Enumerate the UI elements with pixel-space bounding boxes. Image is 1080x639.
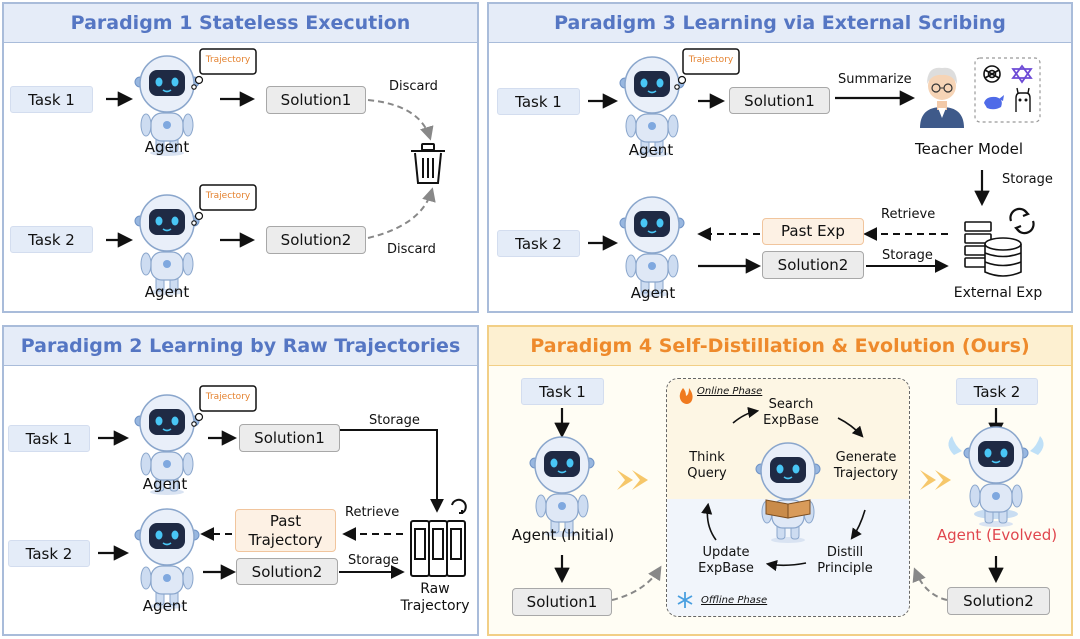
trajectory-bubble-label: Trajectory — [688, 55, 734, 65]
agent-label: Agent — [144, 138, 190, 156]
progress-chevron — [920, 470, 936, 490]
agent-robot-icon — [134, 508, 200, 610]
agent-initial-label: Agent (Initial) — [511, 526, 615, 544]
agent-label: Agent — [144, 283, 190, 301]
solution-2-box: Solution2 — [236, 558, 338, 585]
solution-1-box: Solution1 — [512, 588, 612, 616]
agent-evolved-robot-icon — [948, 426, 1044, 528]
agent-label: Agent — [142, 597, 188, 615]
solution-2-box: Solution2 — [266, 226, 366, 254]
agent-robot-icon — [619, 196, 685, 298]
evolution-loop-box — [666, 378, 910, 617]
trajectory-bubble-label: Trajectory — [205, 392, 251, 402]
feedback-arrow — [611, 565, 662, 601]
agent-initial-robot-icon — [529, 436, 595, 538]
cycle-arrow — [850, 509, 866, 540]
task-1-box: Task 1 — [521, 378, 604, 405]
discard-arrow — [367, 187, 436, 239]
retrieve-label: Retrieve — [881, 207, 936, 222]
offline-phase-label: Offline Phase — [701, 595, 768, 606]
sync-icon — [1009, 207, 1035, 235]
cycle-arrow — [765, 560, 807, 572]
cycle-arrow — [837, 417, 864, 438]
feedback-arrow — [912, 567, 948, 601]
solution-1-box: Solution1 — [239, 424, 340, 452]
reading-agent-robot-icon — [755, 442, 821, 544]
panel-3-title: Paradigm 3 Learning via External Scribin… — [489, 4, 1071, 43]
panel-2-title: Paradigm 2 Learning by Raw Trajectories — [4, 327, 477, 366]
raw-trajectory-label: Raw Trajectory — [400, 581, 470, 614]
agent-label: Agent — [628, 141, 674, 159]
trajectory-bubble-label: Trajectory — [205, 55, 251, 65]
sync-icon — [451, 498, 467, 514]
past-exp-box: Past Exp — [762, 218, 864, 245]
openai-logo-icon — [983, 65, 1001, 83]
update-expbase-step: Update ExpBase — [698, 545, 754, 576]
task-1-box: Task 1 — [8, 425, 90, 452]
file-cabinet-icon — [410, 520, 466, 577]
fire-icon — [679, 388, 693, 404]
storage-arrow — [340, 429, 444, 513]
solution-2-box: Solution2 — [947, 587, 1050, 615]
agent-label: Agent — [630, 284, 676, 302]
external-exp-label: External Exp — [953, 285, 1043, 301]
task-1-box: Task 1 — [10, 86, 93, 113]
storage-label: Storage — [348, 553, 399, 568]
discard-arrow — [367, 99, 434, 141]
discard-label: Discard — [387, 242, 436, 257]
storage-label: Storage — [882, 248, 933, 263]
snowflake-icon — [677, 592, 693, 608]
retrieve-label: Retrieve — [345, 505, 400, 520]
solution-2-box: Solution2 — [762, 251, 864, 279]
task-2-box: Task 2 — [8, 540, 90, 567]
think-query-step: Think Query — [687, 450, 727, 481]
search-expbase-step: Search ExpBase — [763, 397, 819, 428]
agent-label: Agent — [142, 475, 188, 493]
storage-label: Storage — [369, 413, 420, 428]
generate-trajectory-step: Generate Trajectory — [833, 450, 899, 481]
agent-evolved-label: Agent (Evolved) — [936, 526, 1058, 544]
cycle-arrow — [732, 406, 760, 424]
llm-logos-frame — [974, 57, 1041, 123]
model-logo-icon — [1011, 64, 1033, 84]
whale-logo-icon — [984, 95, 1004, 110]
storage-label: Storage — [1002, 172, 1053, 187]
past-trajectory-box: Past Trajectory — [235, 509, 336, 552]
distill-principle-step: Distill Principle — [817, 545, 873, 576]
task-2-box: Task 2 — [10, 226, 93, 253]
solution-1-box: Solution1 — [266, 86, 366, 114]
progress-chevron — [617, 470, 633, 490]
progress-chevron — [935, 470, 951, 490]
book-icon — [765, 499, 811, 519]
trash-bin-icon — [411, 143, 445, 184]
online-phase-label: Online Phase — [697, 386, 763, 397]
task-2-box: Task 2 — [956, 378, 1038, 405]
llama-logo-icon — [1015, 87, 1031, 112]
teacher-model-icon — [920, 67, 964, 128]
panel-1-title: Paradigm 1 Stateless Execution — [4, 4, 477, 43]
summarize-label: Summarize — [838, 72, 912, 87]
progress-chevron — [632, 470, 648, 490]
solution-1-box: Solution1 — [729, 87, 830, 114]
task-2-box: Task 2 — [497, 230, 580, 257]
panel-4-title: Paradigm 4 Self-Distillation & Evolution… — [489, 327, 1071, 366]
cycle-arrow — [701, 502, 717, 541]
agent-robot-icon — [134, 194, 200, 296]
trajectory-bubble-label: Trajectory — [205, 191, 251, 201]
teacher-model-label: Teacher Model — [915, 140, 1023, 158]
database-server-icon — [964, 221, 1022, 277]
discard-label: Discard — [389, 79, 438, 94]
task-1-box: Task 1 — [497, 88, 580, 115]
